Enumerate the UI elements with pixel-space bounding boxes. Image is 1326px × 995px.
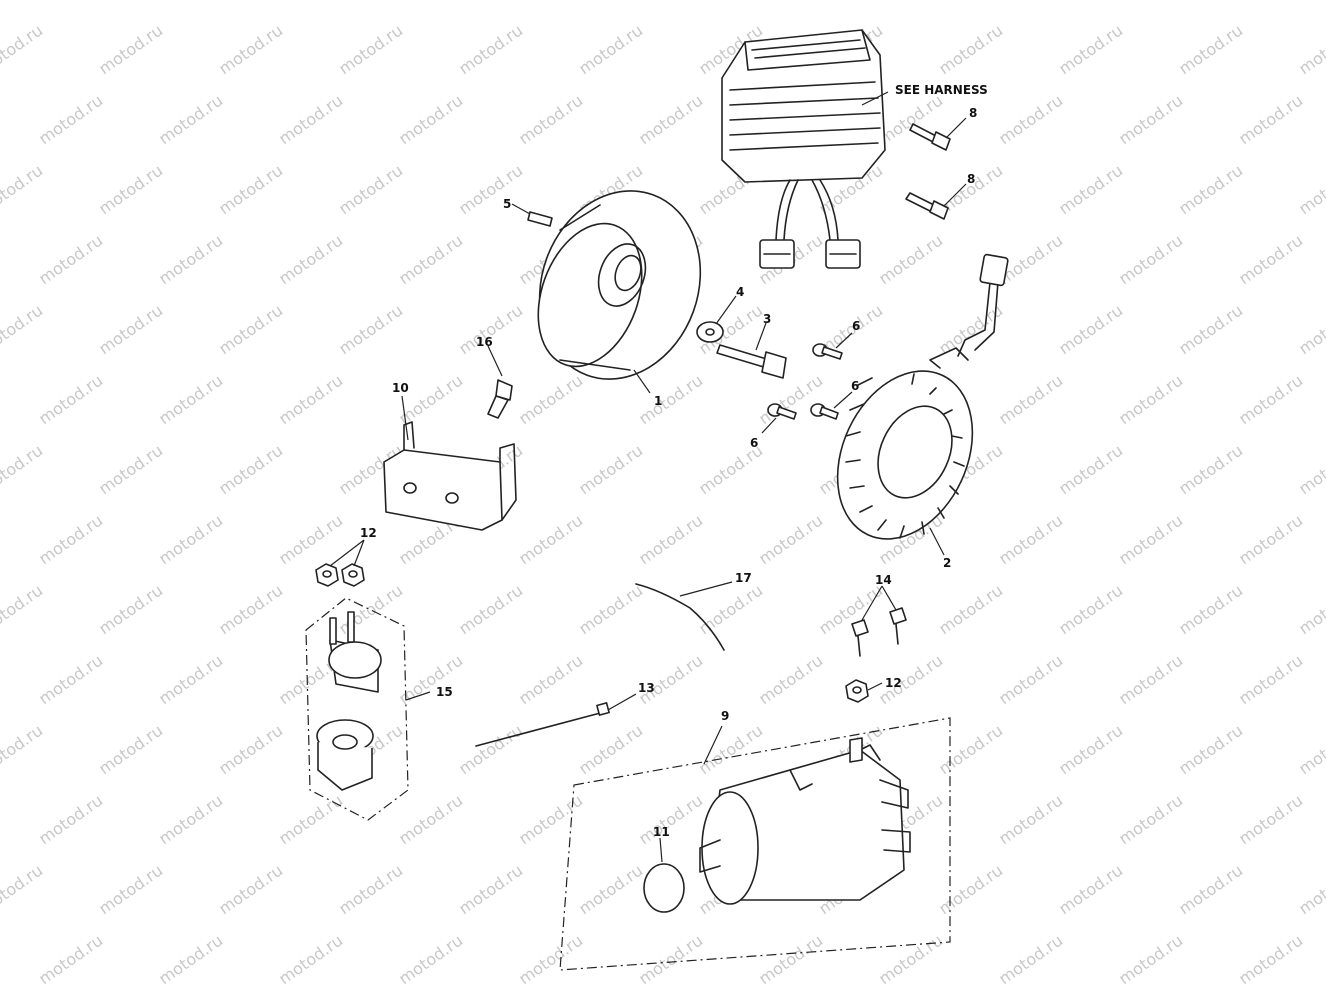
cable-tie-13 — [475, 702, 610, 747]
o-ring-11 — [643, 863, 685, 913]
part-label-6b: 6 — [851, 379, 859, 393]
part-label-9: 9 — [721, 709, 729, 723]
bolt-8-lower — [905, 192, 949, 220]
bolt-14-right — [889, 607, 907, 645]
starter-motor-9 — [559, 717, 951, 971]
part-label-4: 4 — [736, 285, 744, 299]
regulator-rectifier — [721, 29, 886, 269]
nut-12-right — [845, 679, 869, 703]
part-label-16: 16 — [476, 335, 493, 349]
wire-17 — [635, 583, 725, 651]
part-label-1: 1 — [654, 394, 662, 408]
part-label-12a: 12 — [360, 526, 377, 540]
part-label-13: 13 — [638, 681, 655, 695]
part-label-10: 10 — [392, 381, 409, 395]
flywheel-bolt-3 — [716, 344, 787, 379]
part-label-8a: 8 — [969, 106, 977, 120]
bracket-10 — [383, 421, 517, 531]
part-label-14: 14 — [875, 573, 892, 587]
nut-12-left — [315, 563, 365, 587]
part-label-5: 5 — [503, 197, 511, 211]
part-label-6a: 6 — [852, 319, 860, 333]
part-label-8b: 8 — [967, 172, 975, 186]
washer-4 — [696, 321, 724, 343]
stator — [836, 253, 1009, 540]
part-label-3: 3 — [763, 312, 771, 326]
part-label-12b: 12 — [885, 676, 902, 690]
bolt-14-left — [851, 619, 869, 657]
part-label-6c: 6 — [750, 436, 758, 450]
see-harness-label: SEE HARNESS — [895, 83, 988, 97]
bolt-16 — [487, 379, 513, 419]
part-label-11: 11 — [653, 825, 670, 839]
starter-relay-15 — [305, 597, 409, 821]
part-label-15: 15 — [436, 685, 453, 699]
screw-6-a — [812, 343, 843, 360]
flywheel — [537, 190, 702, 380]
part-label-2: 2 — [943, 556, 951, 570]
bolt-8-upper — [909, 123, 951, 151]
key-5 — [527, 211, 553, 227]
part-label-17: 17 — [735, 571, 752, 585]
screw-6-c — [767, 403, 797, 420]
screw-6-b — [810, 403, 839, 420]
